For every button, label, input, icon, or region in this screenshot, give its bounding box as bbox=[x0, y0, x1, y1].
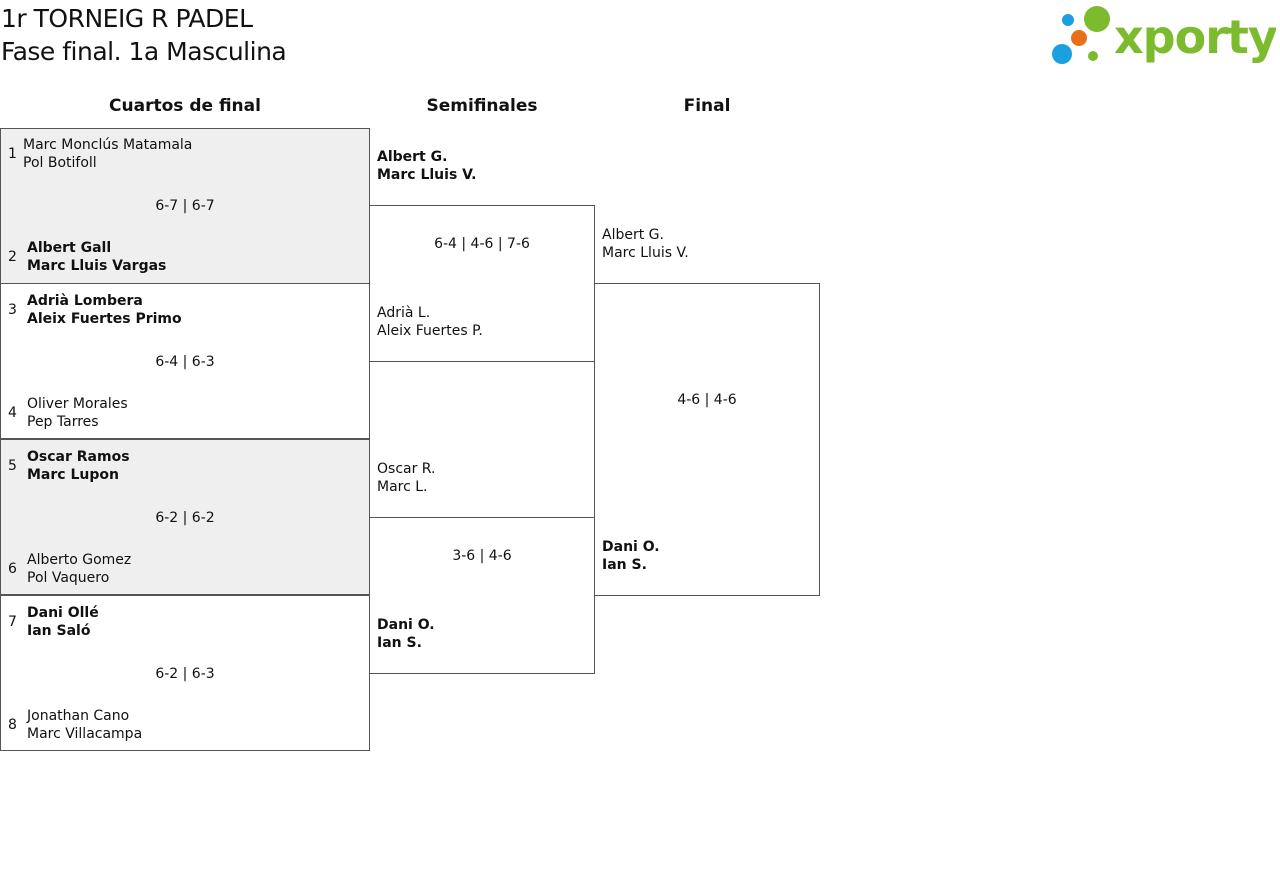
player-name: Aleix Fuertes P. bbox=[377, 323, 483, 339]
player-name: Marc Villacampa bbox=[27, 726, 143, 742]
seed-number: 1 bbox=[8, 146, 17, 162]
seed-number: 8 bbox=[8, 717, 17, 733]
semifinal-team: Oscar R. Marc L. bbox=[377, 460, 435, 496]
player-name: Adrià L. bbox=[377, 305, 431, 321]
final-team: Albert G. Marc Lluis V. bbox=[602, 226, 689, 262]
match-score: 6-4 | 6-3 bbox=[155, 354, 215, 370]
semifinal-team-winner: Dani O. Ian S. bbox=[377, 616, 435, 652]
final-match-box bbox=[594, 283, 820, 596]
quarterfinal-match: 5 Oscar Ramos Marc Lupon 6-2 | 6-2 6 Alb… bbox=[0, 439, 370, 595]
player-name: Marc Lluis V. bbox=[602, 245, 689, 261]
player-name: Albert Gall bbox=[27, 240, 112, 256]
seed-number: 6 bbox=[8, 561, 17, 577]
semifinal-score: 3-6 | 4-6 bbox=[452, 548, 512, 564]
quarterfinal-match: 7 Dani Ollé Ian Saló 6-2 | 6-3 8 Jonatha… bbox=[0, 595, 370, 751]
final-team-winner: Dani O. Ian S. bbox=[602, 538, 660, 574]
team-pair-winner: Oscar Ramos Marc Lupon bbox=[27, 448, 130, 484]
player-name: Marc Lluis Vargas bbox=[27, 258, 167, 274]
round-header-quarterfinals: Cuartos de final bbox=[109, 96, 261, 116]
player-name: Ian Saló bbox=[27, 623, 91, 639]
player-name: Albert G. bbox=[602, 227, 664, 243]
team-pair-winner: Dani Ollé Ian Saló bbox=[27, 604, 99, 640]
logo-dot-blue-small bbox=[1062, 14, 1074, 26]
team-pair-winner: Albert Gall Marc Lluis Vargas bbox=[27, 239, 166, 275]
semifinal-team: Adrià L. Aleix Fuertes P. bbox=[377, 304, 483, 340]
player-name: Dani Ollé bbox=[27, 605, 99, 621]
player-name: Oscar Ramos bbox=[27, 449, 130, 465]
player-name: Oscar R. bbox=[377, 461, 436, 477]
player-name: Albert G. bbox=[377, 149, 448, 165]
player-name: Ian S. bbox=[602, 557, 647, 573]
player-name: Marc L. bbox=[377, 479, 428, 495]
player-name: Alberto Gomez bbox=[27, 552, 132, 568]
quarterfinal-match: 3 Adrià Lombera Aleix Fuertes Primo 6-4 … bbox=[0, 283, 370, 439]
player-name: Pol Vaquero bbox=[27, 570, 110, 586]
phase-subtitle: Fase final. 1a Masculina bbox=[1, 37, 287, 66]
semifinal-team-winner: Albert G. Marc Lluis V. bbox=[377, 148, 477, 184]
logo-text: xporty bbox=[1114, 10, 1276, 64]
team-pair: Alberto Gomez Pol Vaquero bbox=[27, 551, 131, 587]
match-score: 6-2 | 6-2 bbox=[155, 510, 215, 526]
semifinal-score: 6-4 | 4-6 | 7-6 bbox=[434, 236, 530, 252]
team-pair: Marc Monclús Matamala Pol Botifoll bbox=[23, 136, 192, 172]
xporty-logo: xporty bbox=[1052, 6, 1276, 64]
match-score: 6-2 | 6-3 bbox=[155, 666, 215, 682]
team-pair: Oliver Morales Pep Tarres bbox=[27, 395, 128, 431]
seed-number: 7 bbox=[8, 614, 17, 630]
round-header-final: Final bbox=[683, 96, 731, 116]
match-score: 6-7 | 6-7 bbox=[155, 198, 215, 214]
player-name: Oliver Morales bbox=[27, 396, 128, 412]
player-name: Marc Lluis V. bbox=[377, 167, 477, 183]
round-header-semifinals: Semifinales bbox=[426, 96, 538, 116]
tournament-title: 1r TORNEIG R PADEL bbox=[1, 4, 253, 33]
player-name: Dani O. bbox=[602, 539, 660, 555]
seed-number: 5 bbox=[8, 458, 17, 474]
player-name: Pol Botifoll bbox=[23, 155, 97, 171]
seed-number: 4 bbox=[8, 405, 17, 421]
player-name: Aleix Fuertes Primo bbox=[27, 311, 182, 327]
logo-dot-blue bbox=[1052, 44, 1072, 64]
player-name: Ian S. bbox=[377, 635, 422, 651]
player-name: Marc Lupon bbox=[27, 467, 119, 483]
logo-dot-green-small bbox=[1088, 51, 1098, 61]
page-header: 1r TORNEIG R PADEL Fase final. 1a Mascul… bbox=[1, 2, 287, 68]
team-pair: Jonathan Cano Marc Villacampa bbox=[27, 707, 142, 743]
seed-number: 3 bbox=[8, 302, 17, 318]
player-name: Adrià Lombera bbox=[27, 293, 143, 309]
player-name: Jonathan Cano bbox=[27, 708, 130, 724]
player-name: Pep Tarres bbox=[27, 414, 99, 430]
seed-number: 2 bbox=[8, 249, 17, 265]
final-score: 4-6 | 4-6 bbox=[677, 392, 737, 408]
player-name: Dani O. bbox=[377, 617, 435, 633]
quarterfinal-match: 1 Marc Monclús Matamala Pol Botifoll 6-7… bbox=[0, 128, 370, 284]
logo-dot-orange bbox=[1071, 30, 1087, 46]
team-pair-winner: Adrià Lombera Aleix Fuertes Primo bbox=[27, 292, 182, 328]
player-name: Marc Monclús Matamala bbox=[23, 137, 193, 153]
logo-dot-green bbox=[1084, 6, 1110, 32]
